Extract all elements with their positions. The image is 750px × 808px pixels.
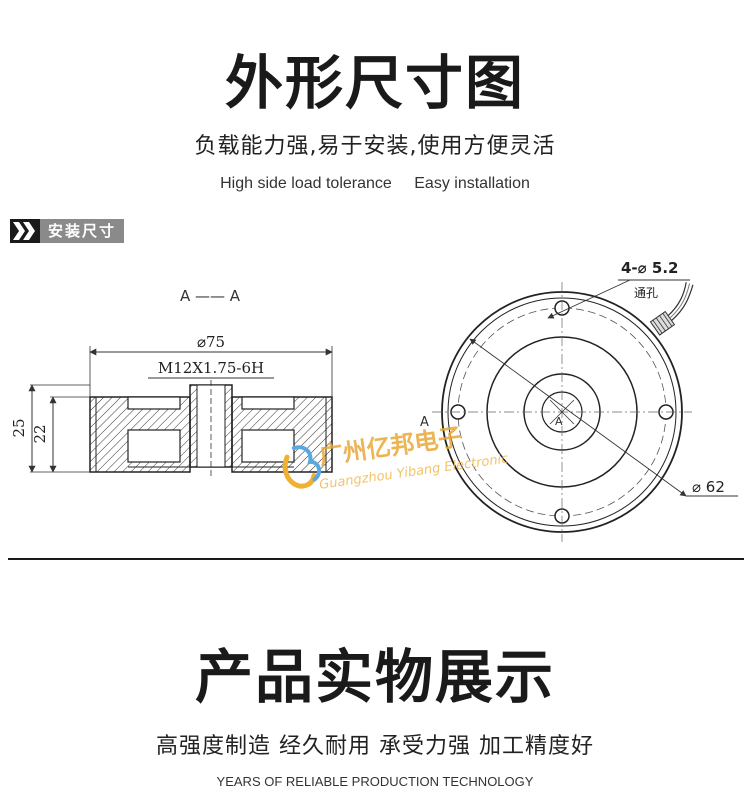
badge-label: 安装尺寸 xyxy=(40,219,125,243)
english-feature-1: High side load tolerance xyxy=(220,175,392,192)
section-label: A —— A xyxy=(180,287,241,305)
axis-mark-center: A xyxy=(555,415,563,428)
section-title-dimensions: 外形尺寸图 xyxy=(224,49,525,117)
double-chevron-icon xyxy=(10,219,40,243)
section-subtitle-product: 高强度制造 经久耐用 承受力强 加工精度好 xyxy=(156,734,594,759)
english-feature-2: Easy installation xyxy=(414,175,530,192)
diameter-62-label: ⌀ 62 xyxy=(692,478,725,496)
holes-note: 通孔 xyxy=(634,286,658,300)
height-25-label: 25 xyxy=(10,418,28,437)
section-subtitle-dimensions: 负载能力强,易于安装,使用方便灵活 xyxy=(194,134,556,159)
holes-label: 4-⌀ 5.2 xyxy=(621,259,679,277)
install-dimensions-badge: 安装尺寸 xyxy=(10,219,125,243)
divider-line xyxy=(8,558,744,560)
thread-label: M12X1.75-6H xyxy=(158,359,264,377)
diameter-75-label: ⌀75 xyxy=(197,333,225,351)
section-english-product: YEARS OF RELIABLE PRODUCTION TECHNOLOGY xyxy=(216,774,534,789)
top-view xyxy=(432,279,738,542)
section-title-product: 产品实物展示 xyxy=(194,643,555,711)
section-english-dimensions: High side load tolerance Easy installati… xyxy=(0,174,750,194)
side-section-view xyxy=(89,380,333,478)
height-22-label: 22 xyxy=(31,424,49,443)
watermark-logo-icon xyxy=(282,445,322,489)
axis-mark-left: A xyxy=(420,415,429,430)
